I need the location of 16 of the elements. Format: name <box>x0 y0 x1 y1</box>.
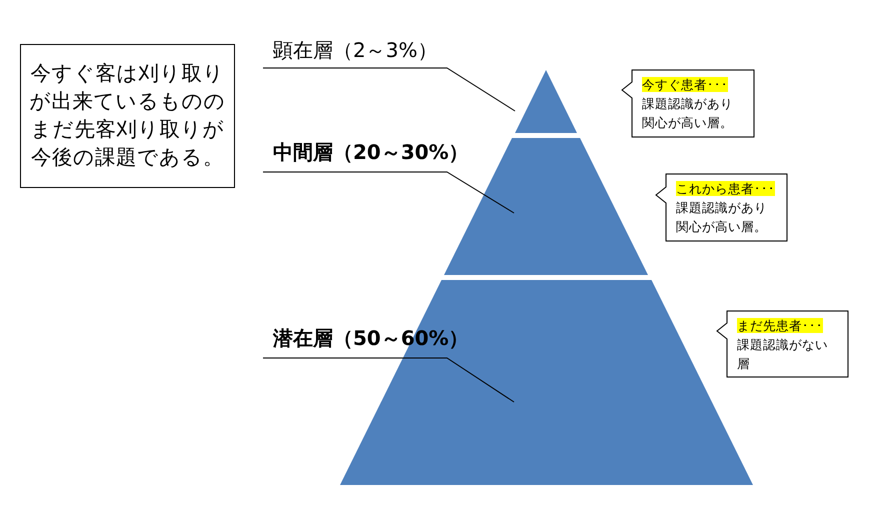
callout-box <box>622 70 754 137</box>
layer-label: 中間層（20～30%） <box>273 139 470 166</box>
callout-text: 課題認識があり関心が高い層。 <box>642 95 734 132</box>
callout-text: 課題認識があり関心が高い層。 <box>676 199 768 236</box>
callout-box <box>717 311 848 377</box>
layer-label: 顕在層（2～3%） <box>273 37 438 64</box>
note-box <box>20 44 235 188</box>
leader-line <box>262 172 514 214</box>
note-text: 今すぐ客は刈り取りが出来ているもののまだ先客刈り取りが今後の課題である。 <box>29 60 226 171</box>
callout-heading: まだ先患者･･･ <box>737 318 823 333</box>
callout-text: 課題認識がない層 <box>737 336 829 373</box>
leader-line <box>262 358 514 402</box>
leader-line <box>262 68 516 112</box>
callout-box <box>656 174 787 241</box>
callout-heading: これから患者･･･ <box>676 181 775 196</box>
callout-heading: 今すぐ患者･･･ <box>642 77 728 92</box>
